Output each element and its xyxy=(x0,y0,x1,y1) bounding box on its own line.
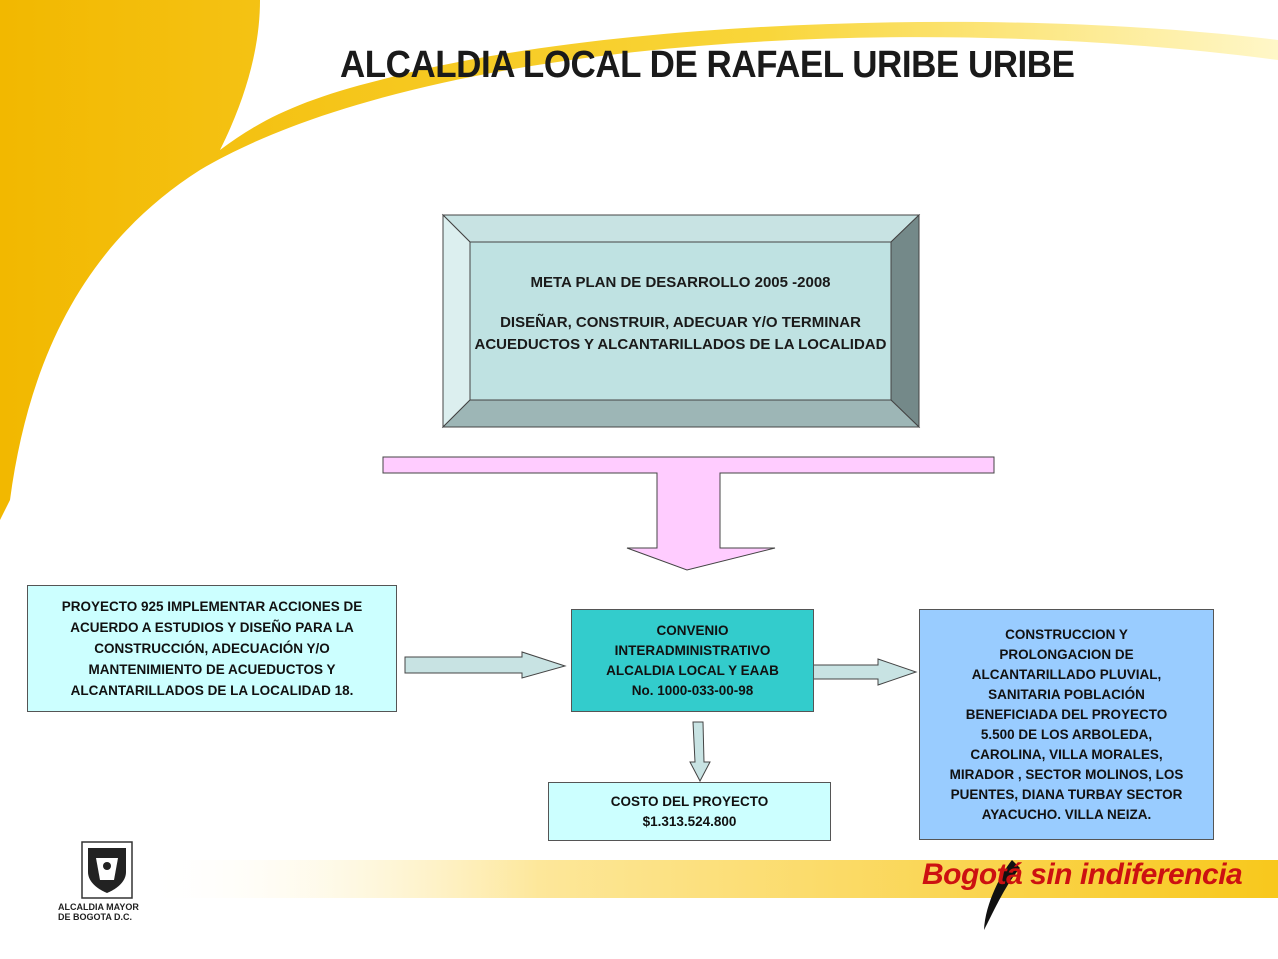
construccion-box: CONSTRUCCION Y PROLONGACION DE ALCANTARI… xyxy=(919,609,1214,840)
construccion-line: CONSTRUCCION Y xyxy=(1005,626,1128,642)
pink-down-arrow xyxy=(382,456,995,571)
proyecto-line: PROYECTO 925 IMPLEMENTAR ACCIONES DE xyxy=(61,599,363,614)
construccion-line: SANITARIA POBLACIÓN xyxy=(988,686,1145,702)
bottom-band xyxy=(140,860,1278,898)
arrow-convenio-costo xyxy=(689,721,711,783)
convenio-line: No. 1000-033-00-98 xyxy=(631,682,754,698)
proyecto-box: PROYECTO 925 IMPLEMENTAR ACCIONES DE ACU… xyxy=(27,585,397,712)
construccion-line: CAROLINA, VILLA MORALES, xyxy=(970,746,1163,762)
convenio-line: CONVENIO xyxy=(656,622,729,638)
proyecto-line: ACUERDO A ESTUDIOS Y DISEÑO PARA LA xyxy=(70,620,354,635)
construccion-line: ALCANTARILLADO PLUVIAL, xyxy=(971,666,1162,682)
convenio-line: ALCALDIA LOCAL Y EAAB xyxy=(606,662,779,678)
construccion-line: 5.500 DE LOS ARBOLEDA, xyxy=(980,726,1153,742)
brand-logo: Bogotá sin indiferencia xyxy=(922,858,1243,891)
arrow-proyecto-convenio xyxy=(404,651,567,679)
proyecto-line: ALCANTARILLADOS DE LA LOCALIDAD 18. xyxy=(70,683,354,698)
white-swoosh-inner xyxy=(220,0,1278,150)
meta-line-3: ACUEDUCTOS Y ALCANTARILLADOS DE LA LOCAL… xyxy=(474,336,887,353)
meta-line-1: META PLAN DE DESARROLLO 2005 -2008 xyxy=(530,274,831,291)
construccion-line: MIRADOR , SECTOR MOLINOS, LOS xyxy=(949,766,1184,782)
costo-line: COSTO DEL PROYECTO xyxy=(610,793,769,809)
logo-line-2: DE BOGOTA D.C. xyxy=(58,912,132,922)
construccion-line: PUENTES, DIANA TURBAY SECTOR xyxy=(950,786,1183,802)
proyecto-line: CONSTRUCCIÓN, ADECUACIÓN Y/O xyxy=(94,641,330,656)
meta-line-2: DISEÑAR, CONSTRUIR, ADECUAR Y/O TERMINAR xyxy=(500,314,861,331)
logo-line-1: ALCALDIA MAYOR xyxy=(58,902,139,912)
yellow-swoosh xyxy=(0,0,1278,520)
meta-text: META PLAN DE DESARROLLO 2005 -2008 DISEÑ… xyxy=(470,272,891,356)
costo-box: COSTO DEL PROYECTO $1.313.524.800 xyxy=(548,782,831,841)
construccion-line: AYACUCHO. VILLA NEIZA. xyxy=(981,806,1152,822)
meta-bevel-box xyxy=(441,213,921,429)
shield-icon xyxy=(81,841,133,899)
convenio-box: CONVENIO INTERADMINISTRATIVO ALCALDIA LO… xyxy=(571,609,814,712)
construccion-line: PROLONGACION DE xyxy=(999,646,1134,662)
page-title: ALCALDIA LOCAL DE RAFAEL URIBE URIBE xyxy=(340,44,1075,86)
arrow-convenio-construccion xyxy=(805,658,918,686)
costo-line: $1.313.524.800 xyxy=(642,813,737,829)
alcaldia-logo-text: ALCALDIA MAYOR DE BOGOTA D.C. xyxy=(58,902,139,922)
convenio-line: INTERADMINISTRATIVO xyxy=(614,642,771,658)
construccion-line: BENEFICIADA DEL PROYECTO xyxy=(965,706,1168,722)
proyecto-line: MANTENIMIENTO DE ACUEDUCTOS Y xyxy=(88,662,336,677)
brand-swoosh-icon xyxy=(984,860,1020,930)
